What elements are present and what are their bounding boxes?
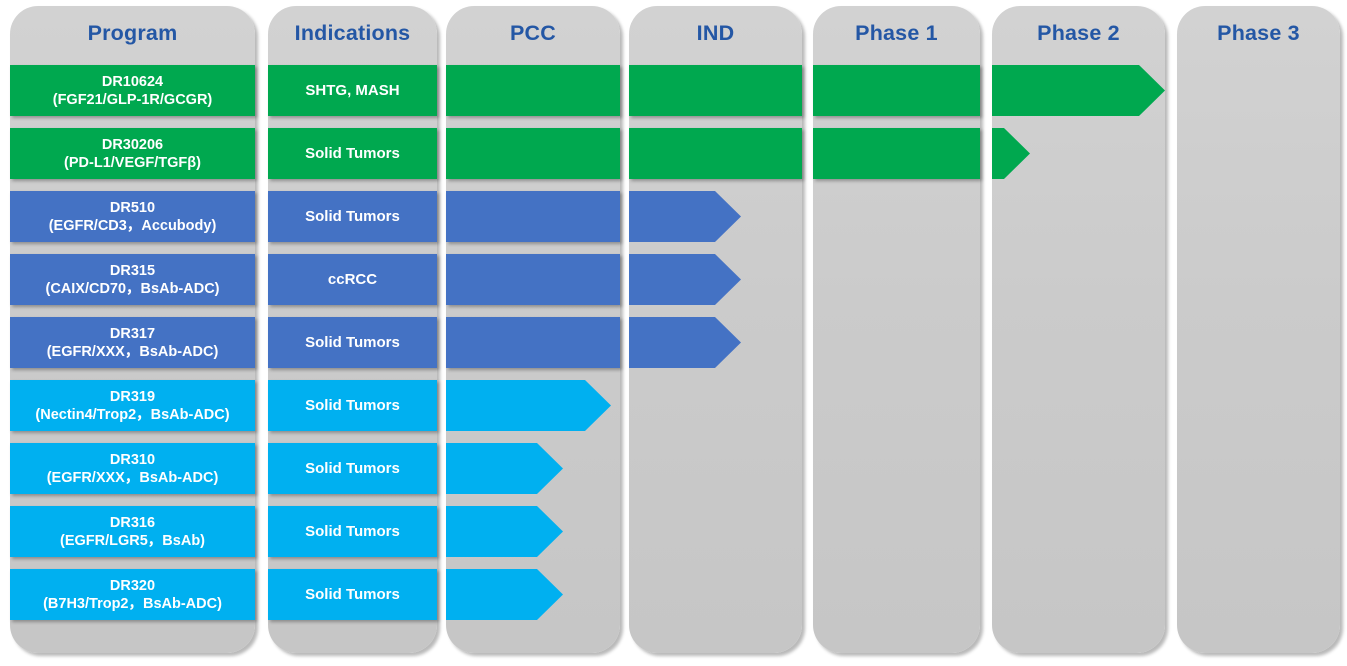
stage-bar xyxy=(813,65,980,116)
program-target: (EGFR/CD3，Accubody) xyxy=(48,217,217,234)
indication-label: Solid Tumors xyxy=(305,522,400,540)
program-cell: DR319(Nectin4/Trop2，BsAb-ADC) xyxy=(10,380,255,431)
stage-arrow-tip xyxy=(446,506,563,557)
indication-cell: Solid Tumors xyxy=(268,569,437,620)
column-header-pcc: PCC xyxy=(510,20,556,45)
column-header-indications: Indications xyxy=(294,20,411,45)
column-header-phase3: Phase 3 xyxy=(1217,20,1300,45)
program-target: (PD-L1/VEGF/TGFβ) xyxy=(64,154,201,171)
program-code: DR30206 xyxy=(101,136,164,153)
column-ind: IND xyxy=(629,6,802,653)
indication-cell: Solid Tumors xyxy=(268,443,437,494)
stage-bar xyxy=(446,317,620,368)
program-cell: DR510(EGFR/CD3，Accubody) xyxy=(10,191,255,242)
indication-label: Solid Tumors xyxy=(305,459,400,477)
indication-cell: Solid Tumors xyxy=(268,128,437,179)
indication-label: Solid Tumors xyxy=(305,207,400,225)
stage-arrow-tip xyxy=(446,380,611,431)
program-cell: DR30206(PD-L1/VEGF/TGFβ) xyxy=(10,128,255,179)
stage-bar xyxy=(813,128,980,179)
program-code: DR510 xyxy=(109,199,156,216)
stage-arrow-tip xyxy=(629,317,741,368)
indication-cell: ccRCC xyxy=(268,254,437,305)
stage-arrow-tip xyxy=(446,443,563,494)
program-code: DR317 xyxy=(109,325,156,342)
column-phase2: Phase 2 xyxy=(992,6,1165,653)
program-cell: DR310(EGFR/XXX，BsAb-ADC) xyxy=(10,443,255,494)
indication-cell: Solid Tumors xyxy=(268,506,437,557)
column-header-ind: IND xyxy=(696,20,735,45)
program-code: DR316 xyxy=(109,514,156,531)
column-phase3: Phase 3 xyxy=(1177,6,1340,653)
column-pcc: PCC xyxy=(446,6,620,653)
column-header-phase1: Phase 1 xyxy=(855,20,938,45)
program-target: (CAIX/CD70，BsAb-ADC) xyxy=(45,280,220,297)
stage-bar xyxy=(446,254,620,305)
indication-cell: Solid Tumors xyxy=(268,191,437,242)
indication-label: Solid Tumors xyxy=(305,144,400,162)
program-code: DR319 xyxy=(109,388,156,405)
program-code: DR310 xyxy=(109,451,156,468)
stage-bar xyxy=(446,191,620,242)
program-target: (EGFR/LGR5，BsAb) xyxy=(60,532,205,549)
stage-arrow-tip xyxy=(992,65,1165,116)
indication-label: ccRCC xyxy=(327,270,378,288)
program-cell: DR320(B7H3/Trop2，BsAb-ADC) xyxy=(10,569,255,620)
stage-arrow-tip xyxy=(446,569,563,620)
column-header-program: Program xyxy=(87,20,178,45)
program-target: (FGF21/GLP-1R/GCGR) xyxy=(52,91,213,108)
stage-bar xyxy=(629,128,802,179)
indication-cell: Solid Tumors xyxy=(268,317,437,368)
program-cell: DR10624(FGF21/GLP-1R/GCGR) xyxy=(10,65,255,116)
indication-label: Solid Tumors xyxy=(305,333,400,351)
stage-bar xyxy=(629,65,802,116)
stage-arrow-tip xyxy=(629,191,741,242)
program-cell: DR316(EGFR/LGR5，BsAb) xyxy=(10,506,255,557)
program-code: DR315 xyxy=(109,262,156,279)
program-target: (EGFR/XXX，BsAb-ADC) xyxy=(46,469,219,486)
indication-cell: Solid Tumors xyxy=(268,380,437,431)
program-code: DR10624 xyxy=(101,73,164,90)
indication-label: Solid Tumors xyxy=(305,585,400,603)
program-target: (Nectin4/Trop2，BsAb-ADC) xyxy=(35,406,230,423)
program-target: (B7H3/Trop2，BsAb-ADC) xyxy=(43,595,222,612)
indication-label: Solid Tumors xyxy=(305,396,400,414)
stage-arrow-tip xyxy=(629,254,741,305)
program-code: DR320 xyxy=(109,577,156,594)
stage-bar xyxy=(446,65,620,116)
column-header-phase2: Phase 2 xyxy=(1037,20,1120,45)
stage-bar xyxy=(446,128,620,179)
indication-cell: SHTG, MASH xyxy=(268,65,437,116)
program-cell: DR315(CAIX/CD70，BsAb-ADC) xyxy=(10,254,255,305)
indication-label: SHTG, MASH xyxy=(305,81,400,99)
column-phase1: Phase 1 xyxy=(813,6,980,653)
program-target: (EGFR/XXX，BsAb-ADC) xyxy=(46,343,219,360)
program-cell: DR317(EGFR/XXX，BsAb-ADC) xyxy=(10,317,255,368)
stage-arrow-tip xyxy=(992,128,1030,179)
